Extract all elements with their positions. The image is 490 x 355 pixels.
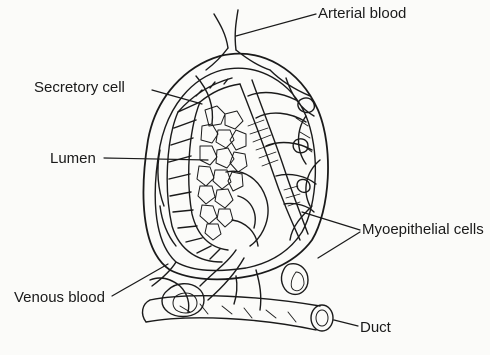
arterial-vessel [206, 10, 270, 70]
label-venous-blood: Venous blood [14, 290, 105, 305]
leader-lumen [104, 158, 208, 160]
leader-myo-1 [302, 212, 360, 230]
secretory-cell-ring [167, 78, 240, 262]
label-arterial-blood: Arterial blood [318, 6, 406, 21]
leader-duct [334, 320, 358, 326]
label-lumen: Lumen [50, 151, 96, 166]
alveolus-outer-wall [143, 54, 328, 280]
lumen-cells [197, 106, 247, 240]
label-myoepithelial-cells: Myoepithelial cells [362, 222, 484, 237]
venous-vessel [150, 250, 244, 317]
duct-tube [143, 264, 333, 331]
leader-myo-2 [318, 232, 360, 258]
label-duct: Duct [360, 320, 391, 335]
label-secretory-cell: Secretory cell [34, 80, 125, 95]
leader-arterial [236, 14, 316, 36]
